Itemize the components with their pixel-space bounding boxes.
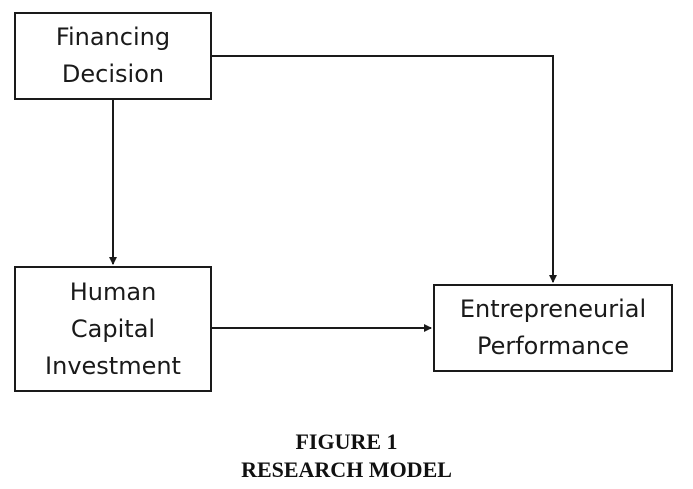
figure-number: FIGURE 1 [295,429,398,454]
node-label-line: Decision [61,60,165,88]
node-human-capital-investment: Human Capital Investment [14,266,212,392]
edge-financing-to-entrepreneurial-performance [212,55,557,283]
node-financing-decision: Financing Decision [14,12,212,100]
node-label-line: Performance [476,332,630,360]
node-label-line: Financing [55,23,171,51]
figure-title: RESEARCH MODEL [241,457,452,482]
node-label-line: Capital [70,314,156,343]
node-label-line: Entrepreneurial [459,295,647,323]
node-label-line: Investment [45,351,181,380]
node-entrepreneurial-performance: Entrepreneurial Performance [433,284,673,372]
figure-caption: FIGURE 1 RESEARCH MODEL [0,428,693,484]
node-label-line: Human [69,277,157,306]
